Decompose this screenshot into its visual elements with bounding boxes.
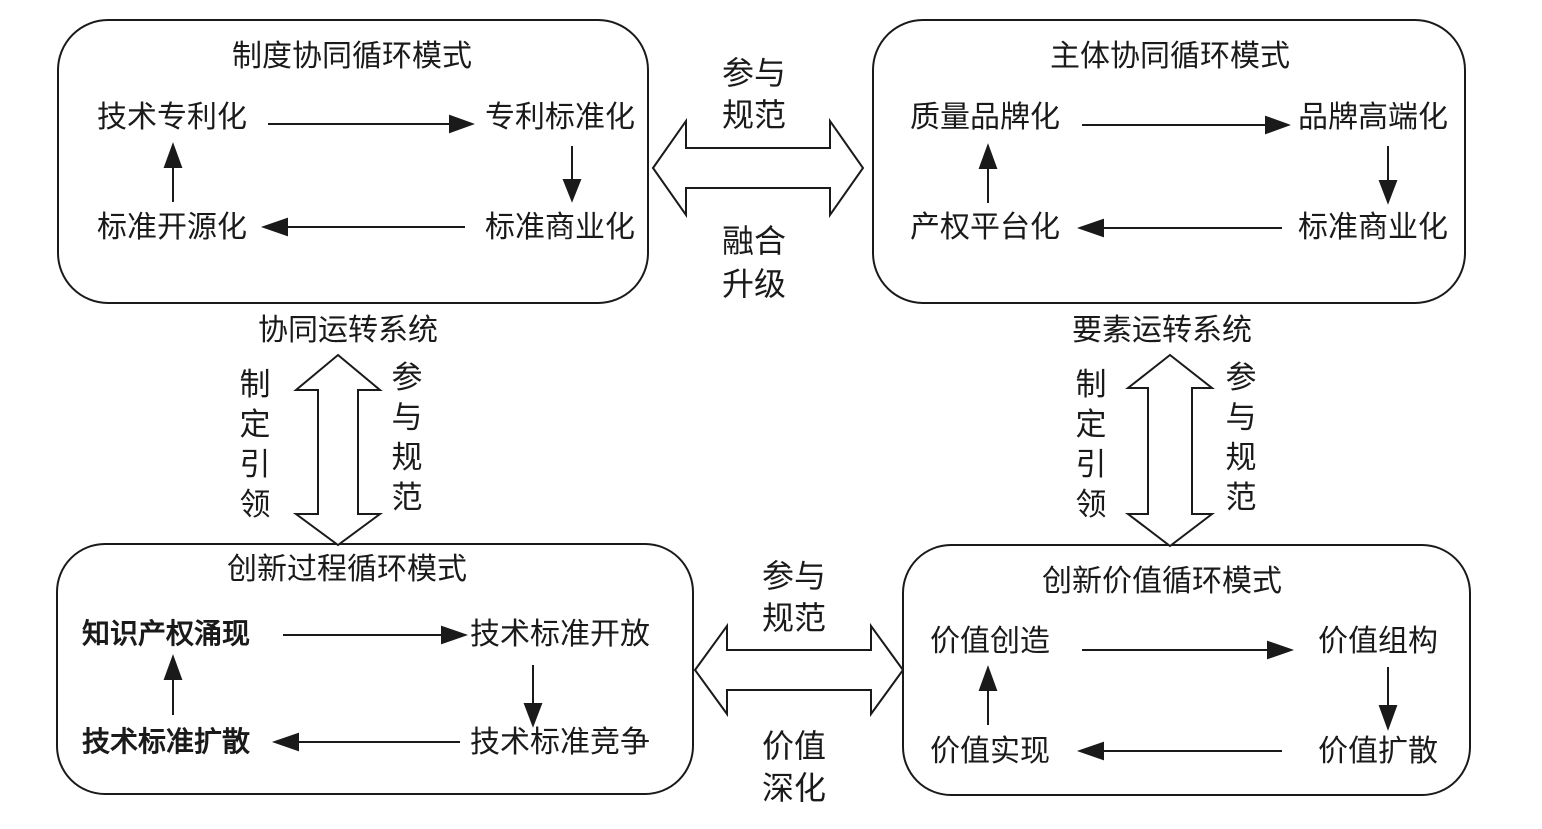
node-top-right-2: 品牌高端化	[1298, 100, 1448, 135]
link-right-left-chars: 制 定 引 领	[1074, 365, 1108, 525]
link-bottom-below-1: 价值	[762, 727, 827, 765]
link-bottom-above-1: 参与	[762, 557, 827, 595]
node-bottom-right-1: 价值创造	[930, 624, 1050, 659]
node-top-right-3: 标准商业化	[1298, 210, 1448, 245]
cycle-arrows-bottom-left	[163, 625, 543, 752]
link-left-left-char-3: 引	[239, 447, 271, 483]
node-bottom-right-3: 价值扩散	[1318, 734, 1438, 769]
module-title-top-right: 主体协同循环模式	[1050, 39, 1290, 74]
node-bottom-left-2: 技术标准开放	[470, 617, 650, 652]
module-title-top-left: 制度协同循环模式	[232, 39, 472, 74]
system-label-right: 要素运转系统	[1072, 313, 1252, 348]
node-bottom-left-1: 知识产权涌现	[82, 617, 251, 650]
module-box-bottom-left	[56, 543, 694, 795]
double-arrow-bottom	[693, 622, 905, 718]
link-right-left-char-2: 定	[1075, 407, 1107, 443]
link-right-right-char-1: 参	[1225, 360, 1257, 396]
link-left-right-char-3: 规	[391, 440, 423, 476]
link-top-above-2: 规范	[722, 96, 787, 134]
link-bottom-above-2: 规范	[762, 599, 827, 637]
node-bottom-left-4: 技术标准扩散	[82, 725, 251, 758]
node-top-right-4: 产权平台化	[910, 210, 1060, 245]
system-label-left: 协同运转系统	[258, 313, 438, 348]
link-top-above-1: 参与	[722, 54, 787, 92]
node-bottom-left-3: 技术标准竞争	[470, 725, 650, 760]
double-arrow-left	[292, 353, 384, 547]
cycle-arrows-bottom-right	[978, 640, 1398, 761]
link-right-right-char-4: 范	[1225, 480, 1257, 516]
node-bottom-right-2: 价值组构	[1318, 624, 1438, 659]
double-arrow-right	[1125, 353, 1215, 548]
node-top-left-1: 技术专利化	[97, 100, 247, 135]
link-left-right-char-4: 范	[391, 480, 423, 516]
link-left-left-char-2: 定	[239, 407, 271, 443]
link-right-left-char-1: 制	[1075, 367, 1107, 403]
node-top-left-2: 专利标准化	[485, 100, 635, 135]
node-top-left-3: 标准商业化	[485, 210, 635, 245]
module-box-top-right	[872, 19, 1466, 304]
module-title-bottom-left: 创新过程循环模式	[227, 552, 467, 587]
link-right-left-char-3: 引	[1075, 447, 1107, 483]
link-right-right-chars: 参 与 规 范	[1224, 358, 1258, 518]
link-left-right-char-1: 参	[391, 360, 423, 396]
module-box-top-left	[57, 19, 649, 304]
link-right-right-char-2: 与	[1225, 400, 1257, 436]
node-top-left-4: 标准开源化	[97, 210, 247, 245]
module-title-bottom-right: 创新价值循环模式	[1042, 564, 1282, 599]
cycle-arrows-top-right	[978, 115, 1398, 238]
link-right-right-char-3: 规	[1225, 440, 1257, 476]
node-bottom-right-4: 价值实现	[930, 734, 1050, 769]
link-left-right-char-2: 与	[391, 400, 423, 436]
node-top-right-1: 质量品牌化	[910, 100, 1060, 135]
link-bottom-below-2: 深化	[762, 769, 827, 807]
link-right-left-char-4: 领	[1075, 487, 1107, 523]
link-left-right-chars: 参 与 规 范	[390, 358, 424, 518]
link-top-below-1: 融合	[722, 222, 787, 260]
link-left-left-char-4: 领	[239, 487, 271, 523]
link-left-left-char-1: 制	[239, 367, 271, 403]
link-top-below-2: 升级	[722, 265, 787, 303]
cycle-arrows-top-left	[163, 114, 582, 237]
link-left-left-chars: 制 定 引 领	[238, 365, 272, 525]
double-arrow-top	[651, 117, 865, 219]
